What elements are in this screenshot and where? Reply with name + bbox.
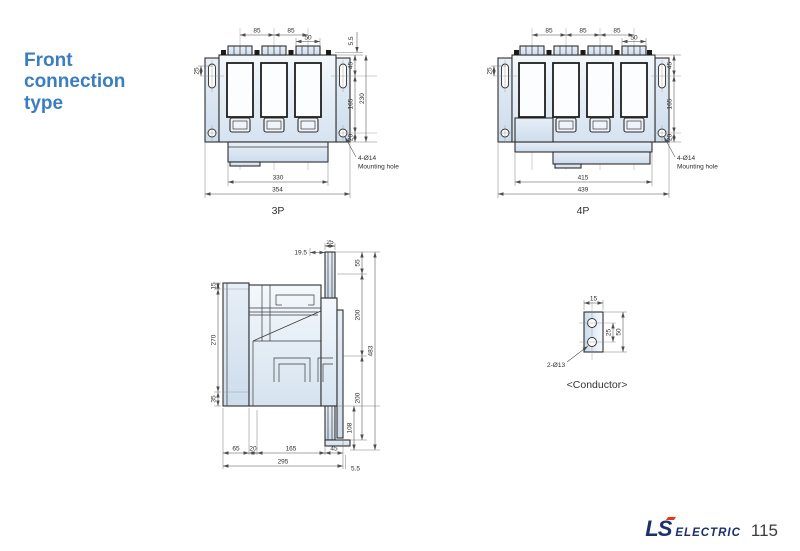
dim-side-overall-height: 483 [368, 345, 375, 356]
dim-3p-pole-pitch-2: 85 [287, 28, 295, 35]
dim-4p-left-slot-offset: 25 [487, 67, 494, 75]
logo-electric-text: ELECTRIC [675, 527, 741, 539]
conductor-caption: <Conductor> [567, 379, 628, 391]
drawing-conductor-detail: 15 25 50 2-Ø13 <Conductor> [547, 296, 627, 392]
drawing-side-view: 25 19.5 55 200 200 108 483 15 270 35 65 … [211, 240, 380, 473]
dimensions-4p: 85 85 85 50 45 165 20 25 415 439 4-Ø14 M… [487, 28, 719, 218]
callout-4p-mounting-hole: Mounting hole [677, 164, 718, 171]
callout-conductor-holes: 2-Ø13 [547, 362, 565, 369]
logo-ls-text: LS [645, 516, 672, 541]
dim-conductor-hole-pitch: 25 [606, 329, 613, 337]
dimensions-side: 25 19.5 55 200 200 108 483 15 270 35 65 … [211, 240, 380, 473]
ls-electric-logo: LS [645, 516, 677, 542]
drawing-3p-front-view: 85 85 50 5.5 45 165 20 230 25 330 354 4-… [194, 28, 400, 218]
dim-3p-right-upper: 45 [348, 62, 355, 70]
dim-side-bottom-165: 165 [286, 446, 297, 453]
dim-side-left-270: 270 [211, 334, 218, 345]
dim-side-left-15: 15 [211, 282, 218, 290]
dim-side-upper-55: 55 [355, 259, 362, 267]
dim-side-terminal-width: 25 [326, 240, 334, 246]
dim-3p-overall-height: 230 [359, 93, 366, 104]
dim-3p-terminal-width: 50 [304, 35, 312, 42]
dim-side-bottom-45: 45 [330, 446, 338, 453]
dim-side-depth-total: 295 [278, 459, 289, 466]
page-title-line1: Front [24, 50, 73, 71]
breaker-body-3p [200, 45, 377, 167]
label-3p: 3P [272, 205, 285, 217]
conductor-plate [579, 302, 616, 360]
dim-conductor-height: 50 [616, 328, 623, 336]
dim-side-bottom-20: 20 [249, 446, 257, 453]
dim-4p-pole-pitch-3: 85 [613, 28, 621, 35]
callout-3p-hole-size: 4-Ø14 [358, 155, 376, 162]
callout-3p-mounting-hole: Mounting hole [358, 164, 399, 171]
drawing-4p-front-view: 85 85 85 50 45 165 20 25 415 439 4-Ø14 M… [487, 28, 719, 218]
page-title: Front connection type [24, 50, 125, 114]
dim-4p-pole-pitch-2: 85 [579, 28, 587, 35]
logo-red-accent-icon [666, 517, 677, 520]
dim-4p-right-middle: 165 [667, 98, 674, 109]
dim-side-left-35: 35 [211, 395, 218, 403]
dim-side-bottom-65: 65 [232, 446, 240, 453]
dim-4p-terminal-width: 50 [630, 35, 638, 42]
dim-side-lower-200: 200 [355, 392, 362, 403]
dim-4p-right-lower: 20 [667, 134, 674, 142]
dim-4p-mounting-width: 415 [578, 175, 589, 182]
dim-3p-right-middle: 165 [348, 98, 355, 109]
label-4p: 4P [577, 205, 590, 217]
page-footer: LS ELECTRIC 115 [645, 516, 778, 542]
callout-4p-hole-size: 4-Ø14 [677, 155, 695, 162]
dim-3p-left-slot-offset: 25 [194, 67, 201, 75]
dimensions-conductor: 15 25 50 2-Ø13 <Conductor> [547, 296, 627, 392]
dim-4p-pole-pitch-1: 85 [545, 28, 553, 35]
dim-side-terminal-offset: 19.5 [294, 250, 307, 257]
page-number: 115 [750, 521, 778, 540]
dimensions-3p: 85 85 50 5.5 45 165 20 230 25 330 354 4-… [194, 28, 400, 218]
dim-3p-pole-pitch-1: 85 [253, 28, 261, 35]
breaker-side-body [222, 251, 351, 447]
dim-3p-right-lower: 20 [348, 134, 355, 142]
dim-3p-overall-width: 354 [272, 187, 283, 194]
page-title-line2: connection [24, 71, 126, 93]
dim-4p-overall-width: 439 [578, 187, 589, 194]
dim-side-upper-200: 200 [355, 309, 362, 320]
dim-conductor-width: 15 [590, 296, 598, 303]
dim-3p-mounting-width: 330 [273, 175, 284, 182]
dim-side-lower-108: 108 [347, 422, 354, 433]
breaker-body-4p [493, 45, 681, 169]
dim-4p-right-upper: 45 [667, 62, 674, 70]
dim-side-rail-thickness: 5.5 [351, 466, 360, 473]
dim-3p-top-clearance: 5.5 [348, 36, 355, 45]
page-title-line3: type [24, 92, 64, 114]
